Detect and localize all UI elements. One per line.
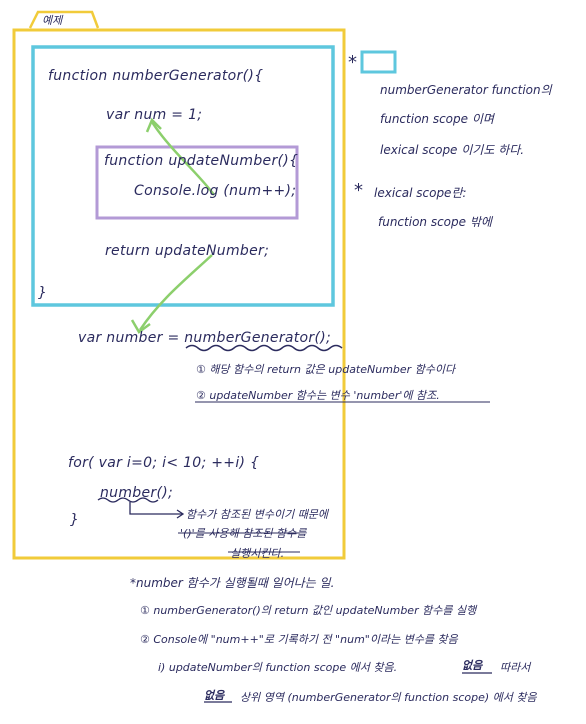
- green-arrowhead-down: [130, 319, 151, 334]
- footer-item-3a-prefix: i) updateNumber의 function scope 에서 찾음.: [158, 661, 398, 674]
- call-note-2: '()'를 사용해 참조된 함수를: [180, 527, 307, 540]
- footer-item-3a-marked: 없음: [462, 659, 483, 672]
- lexical-star: *: [354, 180, 363, 201]
- legend-cyan-box: [360, 50, 397, 74]
- code-fn-header: function numberGenerator(){: [48, 68, 264, 84]
- note-2: ② updateNumber 함수는 변수 'number'에 참조.: [196, 389, 440, 402]
- call-underline: [97, 497, 159, 503]
- green-arrow-up: [150, 121, 216, 196]
- footer-title: *number 함수가 실행될때 일어나는 일.: [130, 576, 335, 590]
- code-for-line: for( var i=0; i< 10; ++i) {: [68, 455, 260, 471]
- code-call-line: number();: [100, 485, 173, 501]
- lexical-line-2: function scope 밖에: [378, 215, 492, 229]
- lexical-line-1: lexical scope란:: [374, 186, 467, 200]
- cyan-scope-frame: [31, 45, 335, 307]
- footer-item-3a-suffix: 따라서: [500, 661, 531, 674]
- wavy-underline: [185, 344, 343, 352]
- code-console-line: Console.log (num++);: [134, 183, 297, 199]
- yellow-scope-frame: [12, 28, 346, 560]
- code-var-num: var num = 1;: [106, 107, 203, 123]
- green-arrowhead-up: [145, 117, 162, 133]
- legend-star: *: [348, 52, 357, 73]
- footer-item-1: ① numberGenerator()의 return 값인 updateNum…: [140, 604, 477, 617]
- note-1: ① 해당 함수의 return 값은 updateNumber 함수이다: [196, 363, 456, 376]
- tab-shape: [28, 10, 100, 29]
- purple-scope-frame: [95, 145, 299, 220]
- code-return-line: return updateNumber;: [105, 243, 270, 259]
- footer-item-2: ② Console에 "num++"로 기록하기 전 "num"이라는 변수를 …: [140, 633, 458, 646]
- tab-label: 예제: [42, 14, 63, 27]
- call-note-1: 함수가 참조된 변수이기 때문에: [186, 508, 329, 521]
- legend-line-2: function scope 이며: [380, 112, 494, 126]
- call-arrowhead: [176, 509, 185, 519]
- call-note-3: 실행시킨다.: [230, 547, 285, 560]
- code-inner-header: function updateNumber(){: [104, 153, 299, 169]
- footer-item-3b-marked: 없음: [204, 689, 225, 702]
- legend-line-1: numberGenerator function의: [380, 83, 552, 97]
- call-arrow: [129, 502, 182, 515]
- footer-item-3b-text: 상위 영역 (numberGenerator의 function scope) …: [240, 691, 537, 704]
- green-arrow-down: [138, 254, 213, 331]
- code-var-number: var number = numberGenerator();: [78, 330, 332, 346]
- legend-line-3: lexical scope 이기도 하다.: [380, 143, 525, 157]
- code-outer-close: }: [38, 285, 48, 301]
- code-for-close: }: [70, 512, 80, 528]
